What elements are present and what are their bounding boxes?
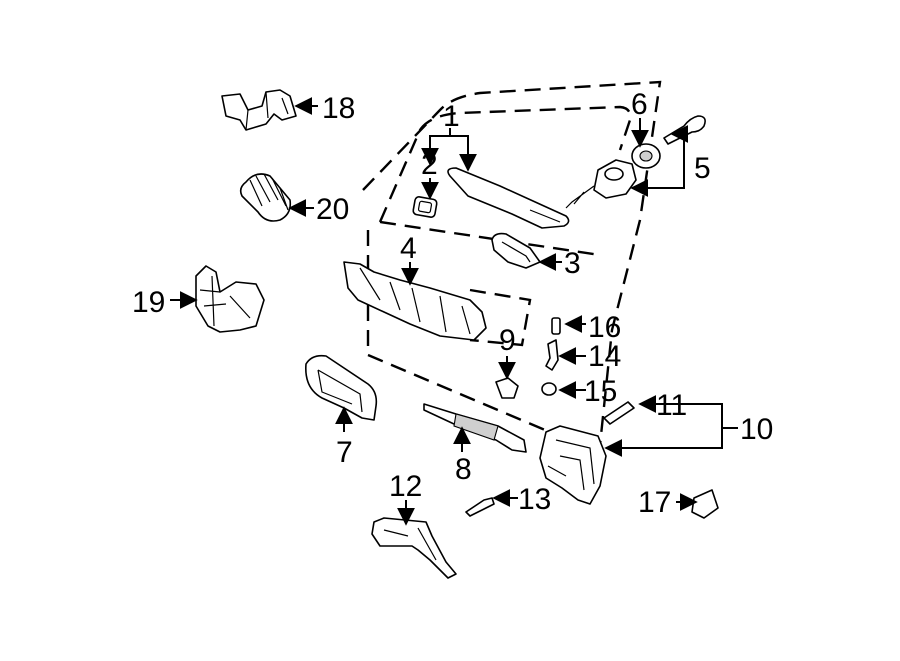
callout-9: 9 bbox=[499, 324, 516, 357]
callout-11: 11 bbox=[656, 389, 687, 422]
callout-16: 16 bbox=[588, 311, 621, 344]
part-8-lock-rod bbox=[423, 403, 527, 453]
part-15-clip bbox=[541, 382, 557, 396]
callout-1: 1 bbox=[443, 100, 460, 133]
part-11-rod-end bbox=[603, 401, 635, 425]
part-18-upper-hinge bbox=[221, 89, 297, 131]
callout-6: 6 bbox=[631, 88, 648, 121]
callout-12: 12 bbox=[389, 470, 422, 503]
callout-19: 19 bbox=[132, 286, 165, 319]
callout-20: 20 bbox=[316, 193, 349, 226]
part-19-lower-hinge bbox=[195, 265, 265, 333]
callout-8: 8 bbox=[455, 453, 472, 486]
part-5-lock-cylinder bbox=[565, 159, 637, 209]
part-9-clip bbox=[495, 377, 519, 399]
part-6-cylinder-cap bbox=[631, 143, 661, 169]
callout-17: 17 bbox=[638, 486, 671, 519]
callout-7: 7 bbox=[336, 436, 353, 469]
part-7-inside-handle-bezel bbox=[305, 354, 378, 421]
callout-18: 18 bbox=[322, 92, 355, 125]
part-4-inside-handle-assembly bbox=[343, 261, 487, 341]
callout-13: 13 bbox=[518, 483, 551, 516]
callout-10: 10 bbox=[740, 413, 773, 446]
part-10-lock-actuator bbox=[539, 425, 607, 505]
part-2-bezel bbox=[412, 196, 438, 218]
part-14-rod bbox=[545, 339, 559, 371]
callout-4: 4 bbox=[400, 232, 417, 265]
part-20-wiring-boot bbox=[239, 173, 292, 222]
callout-15: 15 bbox=[584, 375, 617, 408]
callout-3: 3 bbox=[564, 247, 581, 280]
callout-2: 2 bbox=[421, 148, 438, 181]
callout-labels: 1 2 3 4 5 6 7 8 9 10 11 12 13 14 15 16 1… bbox=[132, 88, 773, 519]
leader-lines bbox=[170, 97, 738, 526]
part-13-rod-clip bbox=[465, 497, 495, 517]
part-17-plug bbox=[691, 489, 719, 519]
callout-5: 5 bbox=[694, 152, 711, 185]
part-16-pin bbox=[551, 317, 561, 335]
part-1-outside-handle bbox=[447, 167, 570, 229]
callout-14: 14 bbox=[588, 340, 621, 373]
part-12-bracket bbox=[371, 517, 457, 579]
part-3-handle-bezel bbox=[491, 232, 541, 269]
